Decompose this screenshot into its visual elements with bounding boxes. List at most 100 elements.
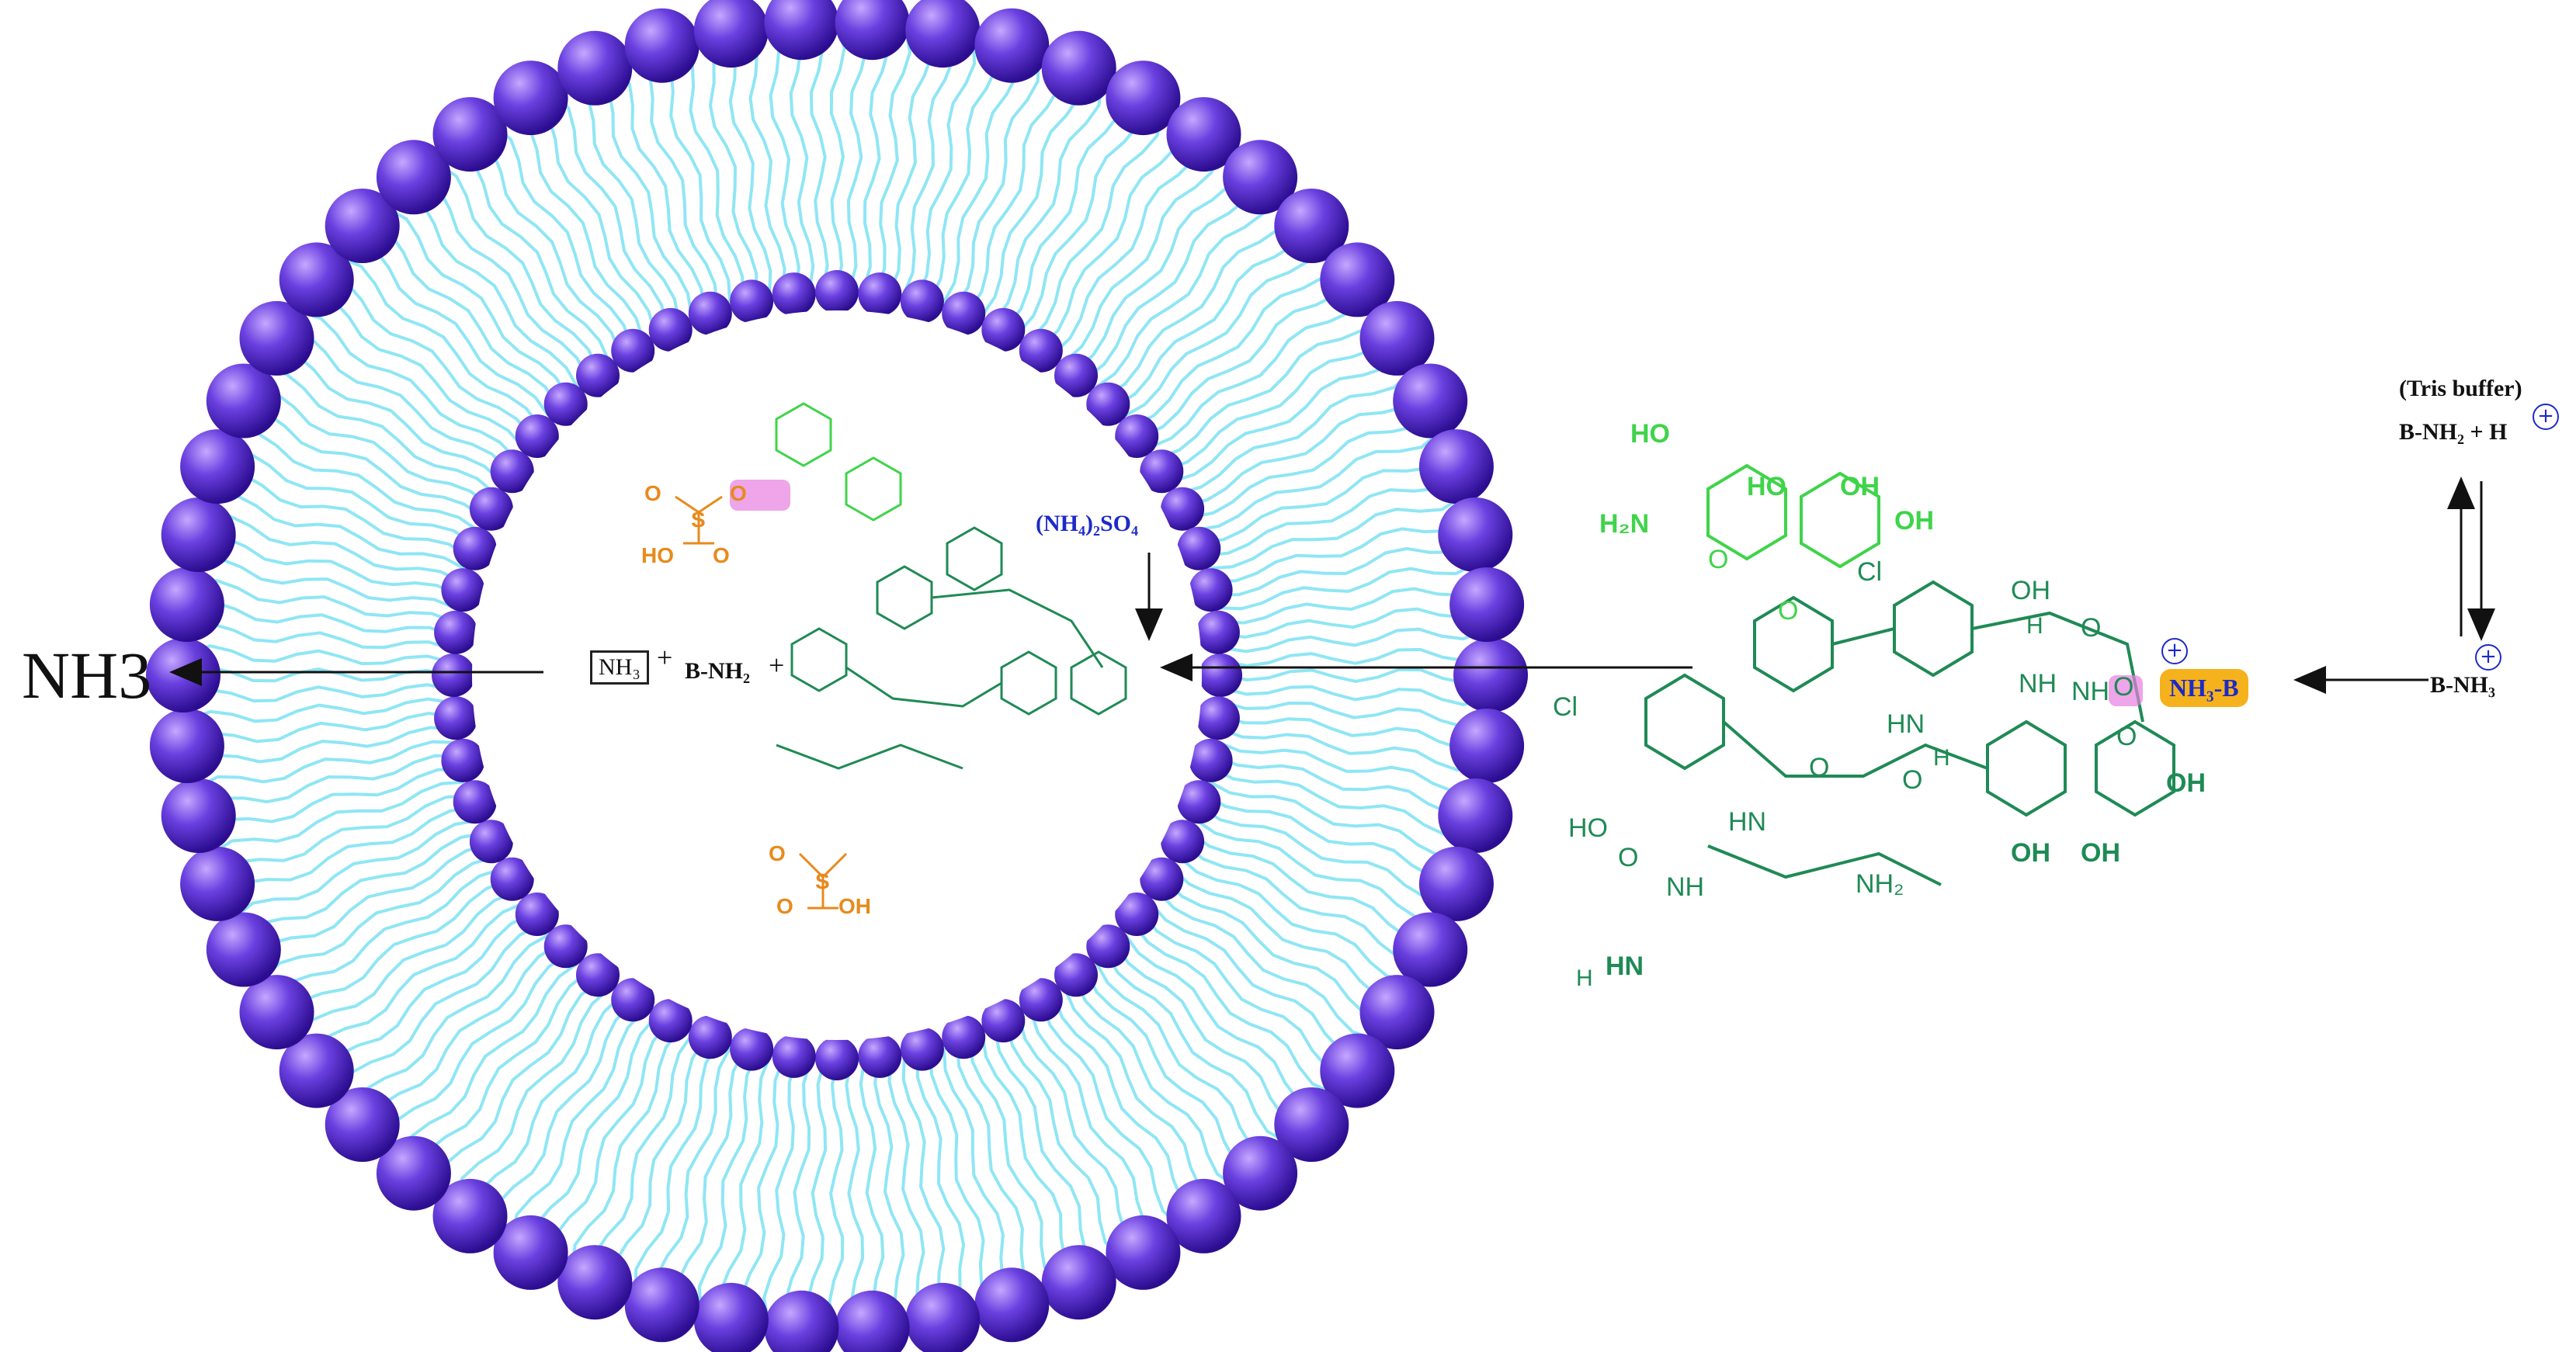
lipid-head: [239, 975, 314, 1050]
lipid-tail: [845, 1063, 865, 1325]
lipid-head: [1189, 568, 1233, 612]
lipid-head: [1453, 638, 1528, 712]
lipid-tail: [491, 1003, 633, 1225]
lipid-tail: [235, 429, 478, 532]
lipid-tail: [218, 793, 468, 876]
lipid-tail: [1165, 331, 1390, 471]
lipid-tail: [453, 988, 610, 1201]
lipid-head: [490, 857, 534, 901]
lipid-tail: [437, 161, 600, 370]
lipid-head: [624, 8, 700, 83]
lipid-tail: [1201, 452, 1449, 544]
lipid-tail: [915, 1055, 973, 1311]
lipid-tail: [572, 81, 681, 321]
nh3-b-plus-circle: +: [2161, 638, 2188, 664]
lipid-tail: [1085, 178, 1257, 380]
lipid-tail: [206, 768, 460, 833]
lipid-tail: [655, 1047, 731, 1299]
lipid-tail: [1220, 727, 1481, 771]
lipid-head: [905, 1282, 981, 1352]
lipid-tail: [846, 26, 868, 288]
atom-nh-1: NH: [2019, 669, 2057, 699]
lipid-tail: [929, 46, 998, 300]
lipid-tail: [220, 472, 469, 557]
lipid-head: [1115, 893, 1159, 936]
sulfate-o-2: O: [730, 481, 747, 505]
lipid-tail: [1150, 293, 1364, 449]
lipid-tail: [902, 36, 955, 294]
sulfate-icon: [675, 495, 848, 910]
lipid-tail: [1150, 902, 1363, 1059]
tris-buffer-label: (Tris buffer): [2399, 376, 2522, 401]
lipid-head: [515, 893, 559, 936]
lipid-head: [1140, 857, 1184, 901]
lipid-tail: [474, 135, 622, 355]
lipid-head: [688, 1015, 732, 1059]
lipid-head: [490, 449, 534, 494]
lipid-tail: [193, 726, 453, 767]
atom-ho-3: HO: [1568, 813, 1608, 843]
lipid-tail: [189, 697, 450, 723]
vancomycin-inner-icon: [775, 402, 1127, 770]
atom-o-carbonyl: O: [2116, 722, 2137, 751]
lipid-head: [1449, 567, 1525, 642]
lipid-tail: [1115, 944, 1304, 1128]
atom-hn-1: HN: [1887, 709, 1925, 739]
lipid-tail: [1224, 627, 1485, 653]
lipid-tail: [207, 515, 461, 583]
lipid-tail: [234, 819, 477, 919]
vancomycin-structure-icon: [1644, 463, 2175, 886]
lipid-head: [1359, 300, 1435, 376]
lipid-tail: [1123, 934, 1320, 1112]
lipid-tail: [187, 666, 450, 683]
inner-lipid-heads: [432, 270, 1242, 1080]
lipid-tail: [532, 100, 657, 334]
lipid-head: [441, 568, 485, 612]
lipid-tail: [213, 494, 465, 570]
lipid-tail: [197, 557, 456, 610]
lipid-tail: [1205, 793, 1454, 879]
lipid-tail: [809, 26, 829, 288]
liposome-core: [472, 310, 1202, 1040]
lipid-head: [693, 1282, 769, 1352]
lipid-head: [1196, 696, 1240, 740]
proton-plus-circle: +: [2533, 404, 2559, 430]
lipid-tail: [1041, 1004, 1182, 1228]
lipid-head: [515, 414, 559, 458]
lipid-tail: [242, 831, 483, 940]
b-nh2-label: B-NH₂: [685, 658, 750, 684]
lipid-head: [1393, 912, 1468, 987]
lipid-tail: [784, 1062, 812, 1323]
lipid-tail: [1217, 539, 1473, 597]
lipid-tail: [225, 806, 473, 898]
lipid-tail: [264, 368, 495, 494]
atom-nh-3: NH: [1666, 872, 1705, 902]
lipid-tail: [1064, 988, 1219, 1202]
lipid-tail: [1172, 350, 1401, 483]
lipid-tail: [510, 1010, 644, 1237]
lipid-tail: [284, 879, 509, 1020]
lipid-head: [1166, 97, 1241, 172]
lipid-head: [611, 978, 655, 1022]
lipid-head: [161, 497, 236, 572]
lipid-tail: [370, 222, 559, 407]
lipid-head: [905, 0, 981, 68]
atom-h-2: H: [1933, 745, 1950, 771]
lipid-tail: [550, 1023, 668, 1259]
lipid-tail: [745, 32, 786, 292]
lipid-tail: [212, 780, 464, 855]
lipid-head: [441, 738, 485, 782]
lipid-head: [1041, 1245, 1116, 1320]
lipid-head: [1438, 497, 1513, 572]
lipid-head: [942, 291, 986, 335]
lipid-head: [279, 242, 354, 317]
lipid-tail: [1190, 831, 1430, 941]
lipid-tail: [993, 82, 1103, 322]
b-nh3-plus-circle: +: [2475, 644, 2501, 671]
lipid-head: [206, 363, 281, 439]
lipid-tail: [386, 206, 569, 397]
atom-nh-2: NH: [2071, 677, 2110, 706]
lipid-head: [688, 291, 732, 335]
lipid-tail: [593, 72, 693, 316]
lipid-tail: [297, 890, 516, 1038]
